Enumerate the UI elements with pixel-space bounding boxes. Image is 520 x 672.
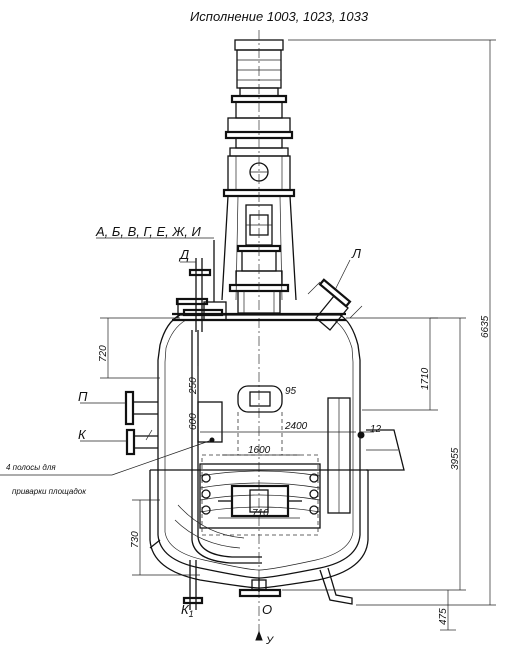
nozzle-p-flange: [124, 390, 135, 426]
note-line-1: 4 полосы для: [6, 463, 56, 472]
dim-1710: 1710: [420, 367, 431, 390]
label-k1: К1: [181, 602, 194, 619]
left-nozzles: [124, 240, 227, 456]
dim-710: 710: [252, 508, 269, 519]
axis-arrow-icon: [255, 630, 263, 641]
dim-6635: 6635: [480, 315, 491, 338]
label-k: К: [78, 427, 87, 442]
label-d: Д: [178, 247, 189, 262]
dim-2400: 2400: [284, 421, 308, 432]
note-line-2: приварки площадок: [12, 487, 87, 496]
bottom-fittings: [149, 539, 353, 610]
dimension-lines: [0, 39, 496, 631]
label-o: О: [262, 602, 272, 617]
label-p: П: [78, 389, 88, 404]
dim-720: 720: [98, 345, 109, 362]
dim-730: 730: [130, 531, 141, 548]
dim-600: 600: [188, 413, 199, 430]
label-u: У: [265, 635, 274, 647]
dim-12: 12: [370, 424, 382, 435]
manhole: [237, 385, 283, 413]
right-nozzles: [307, 278, 405, 471]
dim-250: 250: [188, 377, 199, 395]
nozzle-l-flange: [318, 278, 352, 308]
dim-1600: 1600: [248, 445, 271, 456]
label-nozzle-group: А, Б, В, Г, Е, Ж, И: [95, 224, 202, 239]
outlet-o-flange: [238, 588, 282, 598]
dim-475: 475: [438, 608, 449, 625]
dim-3955: 3955: [450, 447, 461, 470]
drawing-title: Исполнение 1003, 1023, 1033: [190, 9, 369, 24]
coil-assembly: [199, 463, 321, 529]
label-l: Л: [351, 246, 361, 261]
dim-95: 95: [285, 386, 297, 397]
nozzle-k-flange: [125, 428, 136, 456]
